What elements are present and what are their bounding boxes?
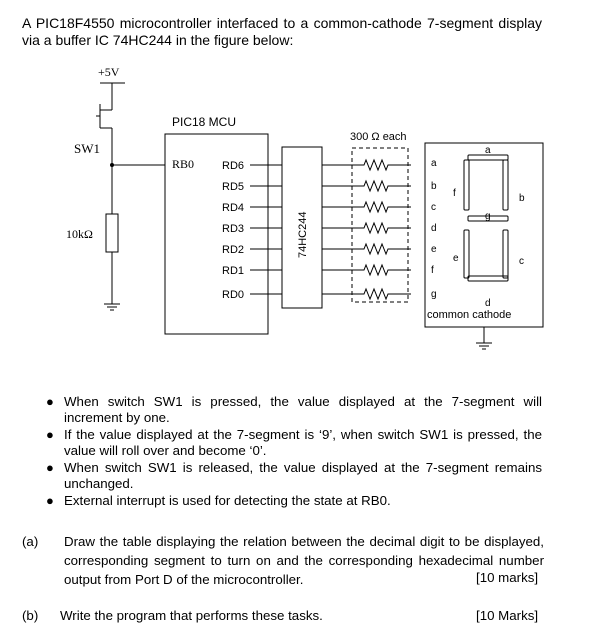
segment-label-f: f: [453, 188, 456, 199]
list-item-text: When switch SW1 is pressed, the value di…: [64, 394, 542, 425]
segment-pin-label: b: [431, 181, 437, 192]
question-label: (b): [22, 608, 39, 623]
segment-label-d: d: [485, 298, 491, 309]
question-text: Draw the table displaying the relation b…: [64, 534, 544, 587]
port-d-wires: [250, 164, 282, 295]
segment-pin-label: e: [431, 244, 437, 255]
display-label: common cathode: [427, 309, 511, 321]
list-item-text: External interrupt is used for detecting…: [64, 493, 391, 508]
segment-pin-label: c: [431, 202, 436, 213]
pulldown-resistor: [105, 213, 119, 253]
pin-label: RD0: [222, 289, 244, 301]
question-b-marks: [10 Marks]: [476, 608, 539, 623]
list-item: ● External interrupt is used for detectin…: [46, 493, 542, 509]
supply-label: +5V: [98, 65, 120, 79]
intro-text: A PIC18F4550 microcontroller interfaced …: [22, 15, 542, 48]
list-item: ● When switch SW1 is pressed, the value d…: [46, 394, 542, 426]
question-a-marks: [10 marks]: [476, 570, 539, 585]
pin-label: RD4: [222, 202, 244, 214]
port-pin-labels: RD6 RD5 RD4 RD3 RD2 RD1 RD0: [222, 160, 244, 301]
segment-label-c: c: [519, 256, 524, 267]
pin-label: RD3: [222, 223, 244, 235]
list-item: ● When switch SW1 is released, the value …: [46, 460, 542, 492]
list-item-text: If the value displayed at the 7-segment …: [64, 427, 542, 458]
seven-segment-digit: [463, 154, 509, 282]
question-b: (b) Write the program that performs thes…: [22, 606, 552, 628]
segment-label-g: g: [485, 211, 491, 222]
segment-label-e: e: [453, 253, 459, 264]
segment-pin-label: g: [431, 289, 437, 300]
resistor-label: 300 Ω each: [350, 131, 407, 143]
segment-pin-labels: a b c d e f g: [431, 158, 437, 300]
question-label: (a): [22, 534, 39, 549]
bullet-icon: ●: [46, 427, 54, 442]
mcu-label: PIC18 MCU: [172, 115, 236, 129]
segment-label-b: b: [519, 193, 525, 204]
bullet-icon: ●: [46, 493, 54, 508]
segment-label-a: a: [485, 145, 491, 156]
pin-label: RD5: [222, 181, 244, 193]
series-resistors: [322, 158, 411, 301]
ground-symbol-right: [476, 342, 492, 350]
buffer-label: 74HC244: [297, 212, 309, 258]
bullet-icon: ●: [46, 460, 54, 475]
pin-label: RD1: [222, 265, 244, 277]
question-a: (a) Draw the table displaying the relati…: [22, 532, 552, 592]
question-text: Write the program that performs these ta…: [60, 608, 323, 623]
seven-segment-body: [424, 142, 544, 328]
list-item: ● If the value displayed at the 7-segment…: [46, 427, 542, 459]
circuit-diagram: +5V SW1 10kΩ PIC18 MCU RB0 RD6 RD5 RD4 R…: [66, 65, 544, 350]
junction-dot: [110, 163, 114, 167]
bullet-icon: ●: [46, 394, 54, 409]
segment-pin-label: a: [431, 158, 437, 169]
mcu-box: [164, 133, 269, 335]
segment-pin-label: d: [431, 223, 437, 234]
rb0-label: RB0: [172, 157, 194, 171]
requirements-list: ● When switch SW1 is pressed, the value d…: [46, 394, 542, 510]
pin-label: RD6: [222, 160, 244, 172]
switch-label: SW1: [74, 141, 100, 156]
ground-symbol-left: [104, 303, 120, 311]
pulldown-label: 10kΩ: [66, 227, 93, 241]
resistor-group-outline: [351, 147, 409, 303]
list-item-text: When switch SW1 is released, the value d…: [64, 460, 542, 491]
pin-label: RD2: [222, 244, 244, 256]
display-segment-labels: a b c d e f g: [453, 145, 525, 309]
segment-pin-label: f: [431, 265, 434, 276]
switch-sw1-symbol: [96, 104, 113, 214]
